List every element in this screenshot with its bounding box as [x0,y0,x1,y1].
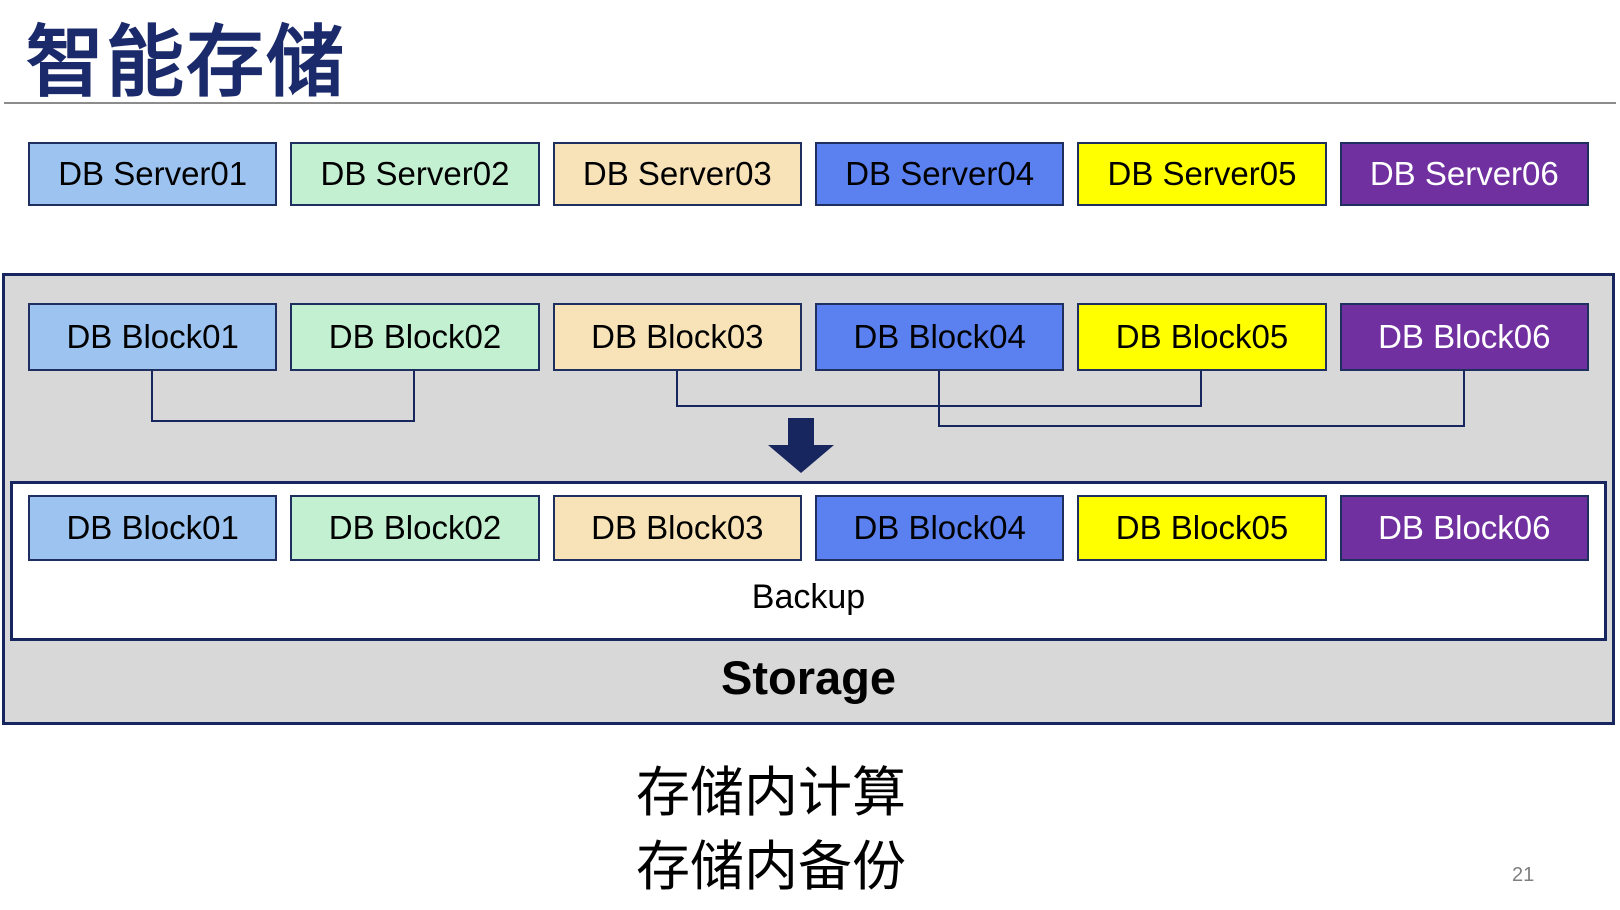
db-block-box: DB Block03 [552,495,802,561]
db-block-box: DB Block02 [290,303,540,371]
connector-line [938,371,940,427]
db-block-box: DB Block01 [28,303,278,371]
db-server-box: DB Server01 [28,142,278,206]
storage-container: DB Block01 DB Block02 DB Block03 DB Bloc… [2,273,1615,725]
down-arrow-icon [768,445,834,473]
storage-label: Storage [721,651,896,704]
db-server-row: DB Server01 DB Server02 DB Server03 DB S… [28,142,1589,206]
connector-line [1200,371,1202,407]
db-block-row-backup: DB Block01 DB Block02 DB Block03 DB Bloc… [28,495,1589,561]
db-block-row-source: DB Block01 DB Block02 DB Block03 DB Bloc… [28,303,1589,371]
caption-line-2: 存储内备份 [636,837,906,897]
page-title: 智能存储 [26,18,347,106]
connector-line [1463,371,1465,427]
backup-label: Backup [751,578,866,616]
db-server-box: DB Server05 [1077,142,1327,206]
db-block-box: DB Block06 [1339,303,1589,371]
db-block-box: DB Block04 [814,495,1065,561]
down-arrow-icon [788,418,814,446]
db-block-box: DB Block05 [1077,495,1327,561]
connector-line [676,371,678,407]
page-number: 21 [1512,864,1535,886]
db-block-box: DB Block02 [290,495,540,561]
db-block-box: DB Block01 [28,495,278,561]
db-server-box: DB Server04 [814,142,1065,206]
backup-container: DB Block01 DB Block02 DB Block03 DB Bloc… [10,481,1607,641]
db-block-box: DB Block03 [552,303,802,371]
connector-line [151,420,415,422]
connector-line [938,425,1465,427]
db-server-box: DB Server02 [290,142,540,206]
title-divider [4,102,1616,104]
db-block-box: DB Block06 [1339,495,1589,561]
caption-line-1: 存储内计算 [636,763,906,823]
connector-line [151,371,153,422]
db-block-box: DB Block05 [1077,303,1327,371]
connector-line [413,371,415,422]
db-server-box: DB Server03 [552,142,802,206]
caption-text: 存储内计算 存储内备份 [636,756,906,904]
db-block-box: DB Block04 [814,303,1065,371]
db-server-box: DB Server06 [1339,142,1589,206]
